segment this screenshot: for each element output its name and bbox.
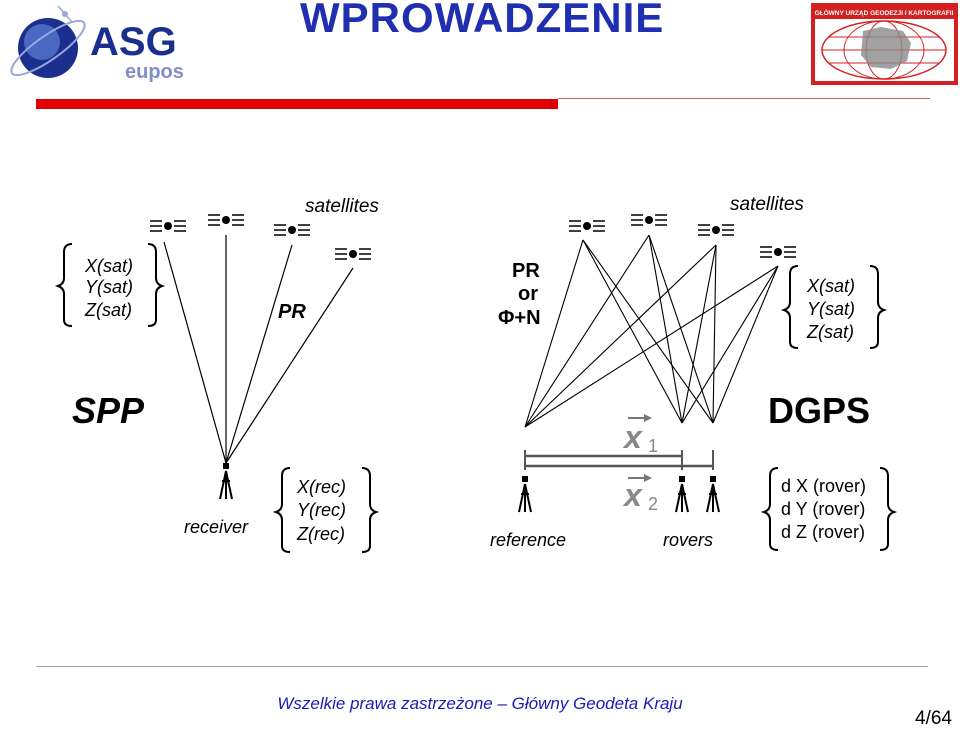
dgps-rover-dz: d Z (rover) bbox=[781, 522, 865, 542]
spp-label: SPP bbox=[72, 390, 145, 431]
page-number: 4/64 bbox=[915, 708, 952, 729]
satellite-icon bbox=[149, 220, 187, 232]
dgps-panel: satellites PR or Φ+N X(sat) Y(sat) bbox=[490, 194, 898, 551]
spp-rec-x: X(rec) bbox=[296, 477, 346, 497]
baseline-vectors: x 1 x 2 bbox=[524, 414, 714, 514]
dgps-or-label: or bbox=[518, 283, 538, 305]
spp-rec-y: Y(rec) bbox=[297, 500, 346, 520]
gps-diagram: satellites PR X(sat) Y(sat) Z(sat) SPP r… bbox=[54, 194, 898, 553]
header-divider bbox=[558, 98, 930, 99]
spp-satellites-label: satellites bbox=[305, 196, 379, 217]
dgps-sat-z: Z(sat) bbox=[806, 322, 854, 342]
rovers-label: rovers bbox=[663, 530, 713, 550]
satellite-icon bbox=[630, 214, 668, 226]
satellite-icon bbox=[568, 220, 606, 232]
reference-antenna-icon bbox=[518, 475, 532, 513]
dgps-satellites-label: satellites bbox=[730, 194, 804, 215]
gugik-logo: GŁÓWNY URZĄD GEODEZJI I KARTOGRAFII bbox=[811, 3, 958, 85]
logo-eupos-text: eupos bbox=[125, 61, 184, 83]
dgps-phase-label: Φ+N bbox=[498, 307, 541, 329]
globe-map-icon bbox=[821, 20, 947, 80]
dgps-rover-dx: d X (rover) bbox=[781, 476, 866, 496]
satellite-icon bbox=[273, 224, 311, 236]
spp-pr-label: PR bbox=[278, 301, 306, 323]
reference-label: reference bbox=[490, 530, 566, 550]
spp-rec-z: Z(rec) bbox=[296, 524, 345, 544]
header-red-bar bbox=[36, 99, 558, 109]
receiver-label: receiver bbox=[184, 517, 249, 537]
spp-sat-z: Z(sat) bbox=[84, 300, 132, 320]
x2-vector-subscript: 2 bbox=[648, 494, 658, 514]
receiver-antenna-icon bbox=[219, 462, 233, 500]
dgps-signal-lines bbox=[524, 234, 779, 428]
page-title: WPROWADZENIE bbox=[300, 0, 665, 41]
dgps-rover-coords: d X (rover) d Y (rover) d Z (rover) bbox=[760, 467, 898, 551]
spp-sat-coords: X(sat) Y(sat) Z(sat) bbox=[54, 243, 166, 327]
footer-divider bbox=[36, 666, 928, 667]
footer-copyright: Wszelkie prawa zastrzeżone – Główny Geod… bbox=[277, 694, 683, 713]
rover-antenna-icon bbox=[675, 475, 689, 513]
satellite-icon bbox=[697, 224, 735, 236]
x2-vector-label: x bbox=[622, 477, 643, 513]
dgps-label: DGPS bbox=[768, 390, 870, 431]
dgps-rover-dy: d Y (rover) bbox=[781, 499, 865, 519]
spp-rec-coords: X(rec) Y(rec) Z(rec) bbox=[272, 467, 380, 553]
spp-sat-x: X(sat) bbox=[84, 256, 133, 276]
gugik-logo-text: GŁÓWNY URZĄD GEODEZJI I KARTOGRAFII bbox=[815, 8, 954, 17]
dgps-sat-y: Y(sat) bbox=[807, 299, 855, 319]
satellite-icon bbox=[759, 246, 797, 258]
satellite-icon bbox=[334, 248, 372, 260]
logo-asg-text: ASG bbox=[90, 20, 177, 64]
satellite-icon bbox=[207, 214, 245, 226]
dgps-sat-coords: X(sat) Y(sat) Z(sat) bbox=[780, 265, 888, 349]
spp-signal-lines bbox=[163, 235, 354, 464]
spp-panel: satellites PR X(sat) Y(sat) Z(sat) SPP r… bbox=[54, 196, 380, 553]
x1-vector-subscript: 1 bbox=[648, 436, 658, 456]
spp-sat-y: Y(sat) bbox=[85, 277, 133, 297]
x1-vector-label: x bbox=[622, 419, 643, 455]
dgps-pr-label: PR bbox=[512, 260, 540, 282]
dgps-sat-x: X(sat) bbox=[806, 276, 855, 296]
globe-icon bbox=[10, 5, 86, 78]
asg-eupos-logo: ASG eupos bbox=[10, 5, 184, 83]
rover-antenna-icon bbox=[706, 475, 720, 513]
